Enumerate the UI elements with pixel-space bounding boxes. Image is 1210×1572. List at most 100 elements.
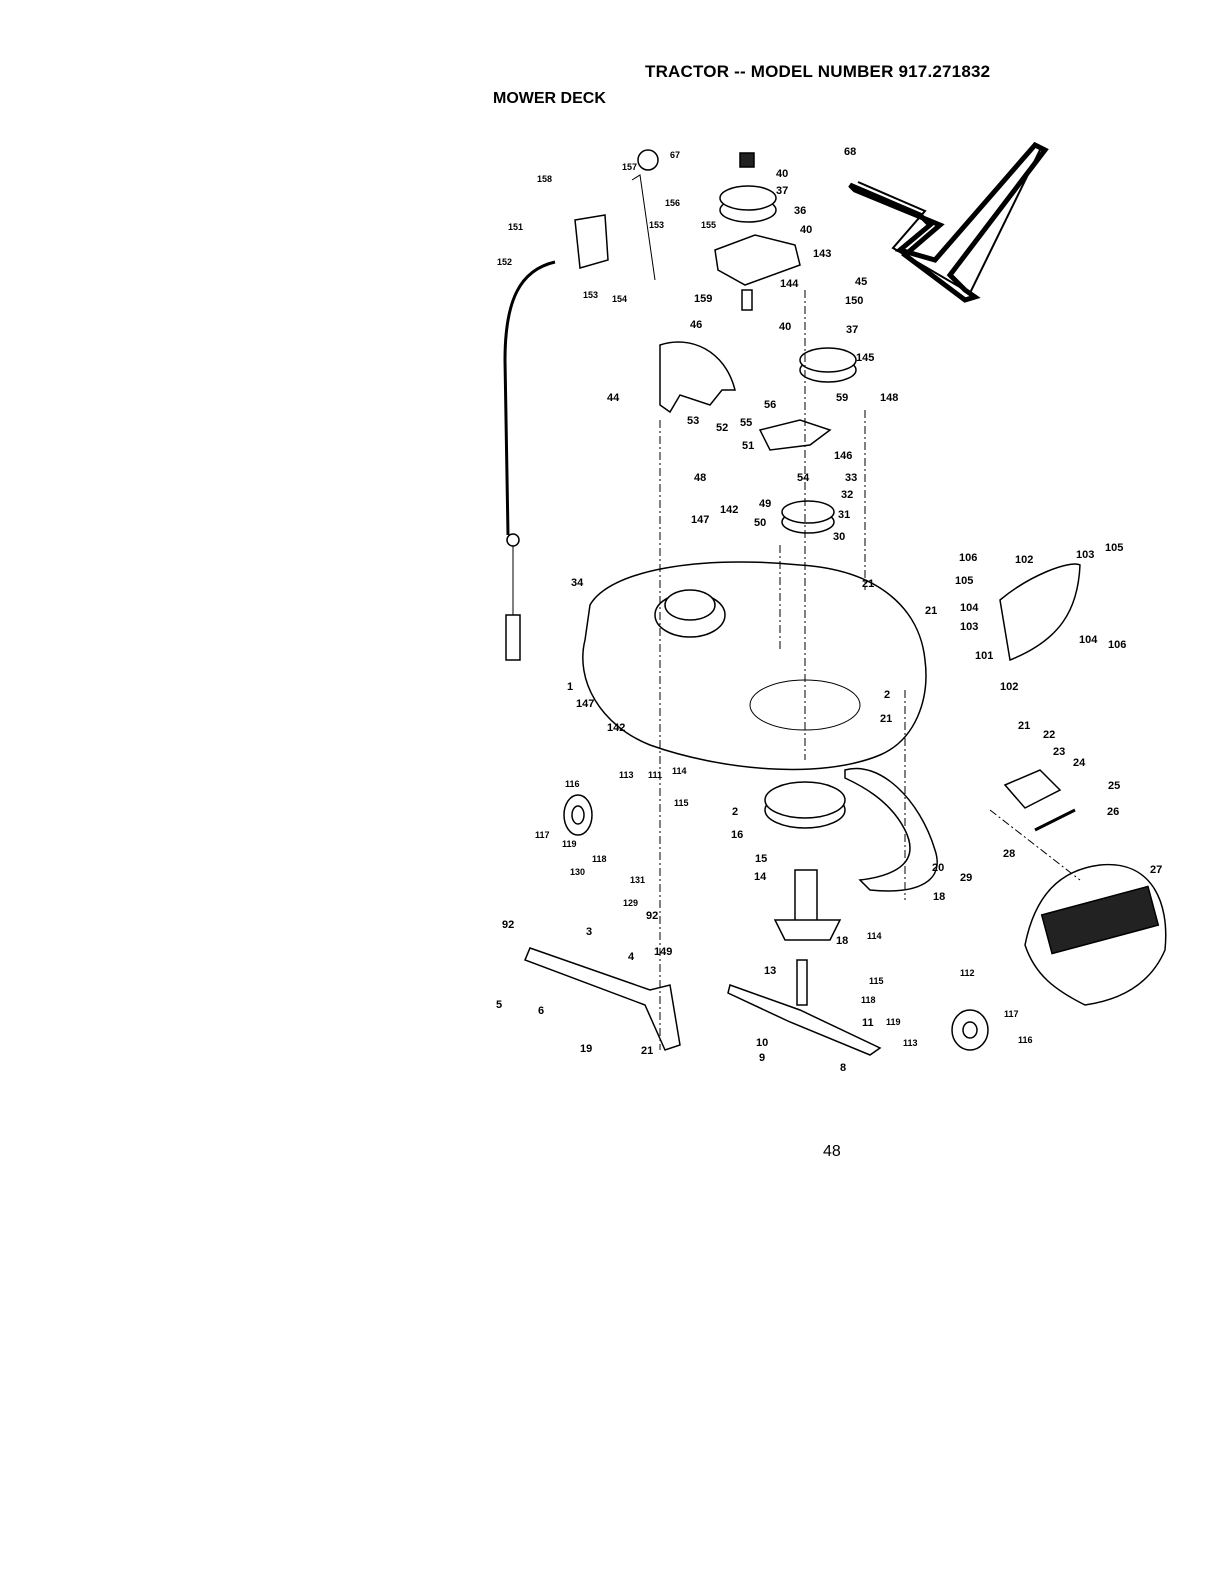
page-title: TRACTOR -- MODEL NUMBER 917.271832	[645, 62, 991, 81]
callout-label-130: 130	[570, 867, 585, 877]
callout-label-104: 104	[1079, 634, 1098, 646]
callout-label-103: 103	[1076, 549, 1094, 561]
callout-label-37: 37	[776, 185, 788, 197]
callout-label-112: 112	[960, 968, 975, 978]
callout-label-115: 115	[674, 798, 689, 808]
callout-label-147: 147	[576, 698, 594, 710]
callout-label-1: 1	[567, 681, 573, 693]
callout-label-142: 142	[720, 504, 738, 516]
callout-label-117: 117	[535, 830, 550, 840]
callout-label-30: 30	[833, 531, 845, 543]
callout-label-147: 147	[691, 514, 709, 526]
callout-label-101: 101	[975, 650, 993, 662]
callout-label-3: 3	[586, 926, 592, 938]
callout-label-54: 54	[797, 472, 810, 484]
callout-label-21: 21	[641, 1045, 653, 1057]
callout-label-68: 68	[844, 146, 856, 158]
callout-label-53: 53	[687, 415, 699, 427]
callout-label-114: 114	[867, 931, 882, 941]
callout-label-2: 2	[884, 689, 890, 701]
callout-label-23: 23	[1053, 746, 1065, 758]
callout-label-51: 51	[742, 440, 754, 452]
callout-label-105: 105	[1105, 542, 1123, 554]
callout-label-155: 155	[701, 220, 716, 230]
callout-label-55: 55	[740, 417, 752, 429]
callout-label-20: 20	[932, 862, 944, 874]
callout-label-154: 154	[612, 294, 627, 304]
callout-label-119: 119	[886, 1017, 901, 1027]
callout-label-131: 131	[630, 875, 645, 885]
callout-label-27: 27	[1150, 864, 1162, 876]
control-cable	[503, 260, 556, 536]
callout-label-2: 2	[732, 806, 738, 818]
callout-label-22: 22	[1043, 729, 1055, 741]
callout-label-113: 113	[619, 770, 634, 780]
callout-label-106: 106	[959, 552, 977, 564]
callout-label-145: 145	[856, 352, 874, 364]
section-subtitle: MOWER DECK	[493, 90, 606, 107]
callout-label-14: 14	[754, 871, 767, 883]
idler-bracket	[714, 234, 801, 286]
callout-label-103: 103	[960, 621, 978, 633]
callout-label-142: 142	[607, 722, 625, 734]
callout-label-92: 92	[646, 910, 658, 922]
callout-label-21: 21	[880, 713, 892, 725]
callout-label-13: 13	[764, 965, 776, 977]
callout-label-46: 46	[690, 319, 702, 331]
callout-label-18: 18	[836, 935, 848, 947]
callout-label-104: 104	[960, 602, 979, 614]
callout-label-6: 6	[538, 1005, 544, 1017]
callout-label-48: 48	[694, 472, 706, 484]
callout-label-67: 67	[670, 150, 680, 160]
callout-label-153: 153	[649, 220, 664, 230]
callout-label-150: 150	[845, 295, 863, 307]
callout-label-144: 144	[780, 278, 799, 290]
callout-label-149: 149	[654, 946, 672, 958]
callout-label-45: 45	[855, 276, 867, 288]
callout-label-102: 102	[1000, 681, 1018, 693]
callout-label-114: 114	[672, 766, 687, 776]
callout-label-116: 116	[1018, 1035, 1033, 1045]
callout-label-118: 118	[861, 995, 876, 1005]
callout-label-92: 92	[502, 919, 514, 931]
callout-label-152: 152	[497, 257, 512, 267]
callout-label-111: 111	[648, 770, 662, 780]
callout-label-32: 32	[841, 489, 853, 501]
callout-label-33: 33	[845, 472, 857, 484]
callout-label-29: 29	[960, 872, 972, 884]
callout-label-156: 156	[665, 198, 680, 208]
callout-label-159: 159	[694, 293, 712, 305]
callout-label-50: 50	[754, 517, 766, 529]
callout-label-11: 11	[862, 1017, 874, 1029]
callout-label-31: 31	[838, 509, 850, 521]
callout-label-19: 19	[580, 1043, 592, 1055]
callout-label-106: 106	[1108, 639, 1126, 651]
callout-label-153: 153	[583, 290, 598, 300]
callout-label-8: 8	[840, 1062, 846, 1074]
mower-blade	[727, 984, 882, 1056]
callout-label-44: 44	[607, 392, 620, 404]
callout-label-21: 21	[862, 578, 874, 590]
callout-label-21: 21	[925, 605, 937, 617]
callout-label-34: 34	[571, 577, 584, 589]
callout-label-16: 16	[731, 829, 743, 841]
callout-label-158: 158	[537, 174, 552, 184]
callout-label-143: 143	[813, 248, 831, 260]
callout-label-119: 119	[562, 839, 577, 849]
callout-label-40: 40	[800, 224, 812, 236]
callout-label-117: 117	[1004, 1009, 1019, 1019]
callout-label-26: 26	[1107, 806, 1119, 818]
callout-label-36: 36	[794, 205, 806, 217]
cable-spring	[505, 614, 521, 661]
callout-label-105: 105	[955, 575, 973, 587]
belt-guard	[659, 341, 736, 414]
mower-deck-housing	[582, 561, 927, 771]
callout-label-4: 4	[628, 951, 635, 963]
callout-label-157: 157	[622, 162, 637, 172]
lift-lever	[574, 214, 609, 269]
callout-label-118: 118	[592, 854, 607, 864]
callout-label-40: 40	[779, 321, 791, 333]
callout-label-148: 148	[880, 392, 898, 404]
